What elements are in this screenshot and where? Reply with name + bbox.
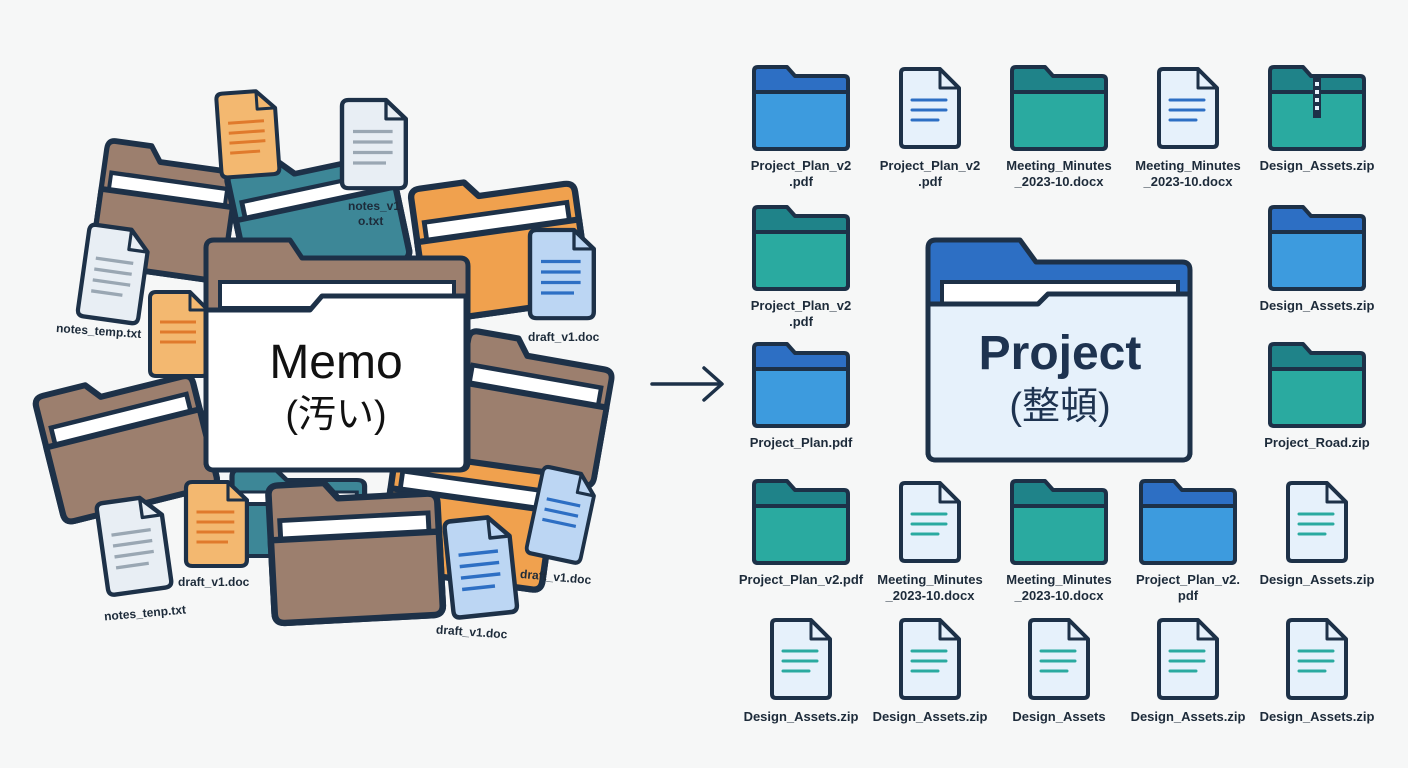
file-item[interactable]: Project_Plan_v2.pdf [1128,478,1248,610]
file-item-label: _2023-10.docx [885,588,975,603]
file-item-label: Design_Assets.zip [743,709,859,724]
file-item-label: _2023-10.docx [1143,174,1233,189]
file-item-label: Meeting_Minutes [877,572,983,587]
file-item-label: Design_Assets.zip [1259,572,1375,587]
label-draft-bottom-left: draft_v1.doc [178,575,250,589]
label-notes-v1-line1: notes_v1 [348,199,401,213]
folder-blue-icon [1138,478,1238,571]
folder-teal-icon [1009,478,1109,571]
folder-brown-icon [268,477,443,623]
folder-teal-icon [751,204,851,297]
label-notes-v1-line2: o.txt [358,214,384,228]
folder-teal-icon [1009,64,1109,157]
file-item[interactable]: Design_Assets.zip [1128,617,1248,747]
file-item[interactable]: Design_Assets.zip [741,617,861,747]
document-teal-icon [898,480,962,569]
file-item-label: .pdf [789,314,813,329]
file-item[interactable]: Meeting_Minutes_2023-10.docx [1128,66,1248,196]
file-item-label: .pdf [918,174,942,189]
file-item-label: .pdf [789,174,813,189]
document-teal-icon [1285,617,1349,706]
document-blue-icon [898,66,962,155]
file-item[interactable]: Design_Assets.zip [870,617,990,747]
file-item[interactable]: Design_Assets [999,617,1119,747]
document-teal-icon [1027,617,1091,706]
folder-blue-icon [1267,204,1367,297]
file-item-label: _2023-10.docx [1014,588,1104,603]
folder-blue-icon [751,341,851,434]
file-item[interactable]: Design_Assets.zip [1257,64,1377,196]
document-gray-icon [77,224,150,324]
file-item-label: Design_Assets.zip [1130,709,1246,724]
file-item-label: Meeting_Minutes [1006,572,1112,587]
file-item-label: Meeting_Minutes [1135,158,1241,173]
file-item-label: pdf [1177,588,1199,603]
document-teal-icon [1156,617,1220,706]
file-item[interactable]: Meeting_Minutes_2023-10.docx [870,480,990,610]
messy-pile [0,87,640,768]
folder-teal-icon [751,478,851,571]
memo-title: Memo [269,336,403,389]
file-item[interactable]: Project_Plan_v2.pdf [739,478,863,610]
file-item[interactable]: Project_Road.zip [1257,341,1377,473]
memo-folder-icon [203,237,471,473]
file-item-label: Project_Plan_v2 [879,158,981,173]
arrow-right-icon [650,366,724,402]
file-item[interactable]: Project_Plan.pdf [741,341,861,473]
file-item[interactable]: Project_Plan_v2.pdf [741,64,861,196]
document-blue-icon [526,466,598,564]
file-item-label: Project_Plan_v2 [750,158,852,173]
project-subtitle: (整頓) [1009,386,1111,428]
label-draft-top: draft_v1.doc [528,330,600,344]
file-item[interactable]: Meeting_Minutes_2023-10.docx [999,64,1119,196]
file-item-label: Project_Plan_v2 [750,298,852,313]
file-item-label: Design_Assets.zip [1259,158,1375,173]
file-item-label: Project_Plan_v2. [1135,572,1241,587]
folder-blue-icon [751,64,851,157]
file-item[interactable]: Design_Assets.zip [1257,480,1377,610]
file-item[interactable]: Project_Plan_v2.pdf [741,204,861,336]
file-item[interactable]: Design_Assets.zip [1257,204,1377,336]
file-item-label: Project_Road.zip [1264,435,1370,450]
document-blue-icon [444,515,518,618]
file-item-label: Meeting_Minutes [1006,158,1112,173]
document-gray-icon [96,495,172,595]
file-item[interactable]: Project_Plan_v2.pdf [870,66,990,196]
document-blue-icon [530,230,594,318]
document-teal-icon [898,617,962,706]
document-orange-icon [148,290,210,378]
memo-subtitle: (汚い) [285,394,387,436]
document-gray-icon [342,100,406,188]
document-orange-icon [186,482,247,566]
file-item-label: Project_Plan_v2.pdf [738,572,864,587]
file-item-label: Project_Plan.pdf [749,435,853,450]
file-item-label: Design_Assets.zip [1259,709,1375,724]
file-item-label: _2023-10.docx [1014,174,1104,189]
document-teal-icon [1285,480,1349,569]
document-orange-icon [214,87,282,180]
file-item[interactable]: Design_Assets.zip [1257,617,1377,747]
document-teal-icon [769,617,833,706]
zip-folder-icon [1267,64,1367,157]
file-item-label: Design_Assets.zip [1259,298,1375,313]
project-title: Project [978,327,1142,380]
file-item-label: Design_Assets [1012,709,1106,724]
file-item-label: Design_Assets.zip [872,709,988,724]
file-item[interactable]: Meeting_Minutes_2023-10.docx [999,478,1119,610]
project-folder-icon [925,237,1193,463]
document-blue-icon [1156,66,1220,155]
folder-teal-icon [1267,341,1367,434]
